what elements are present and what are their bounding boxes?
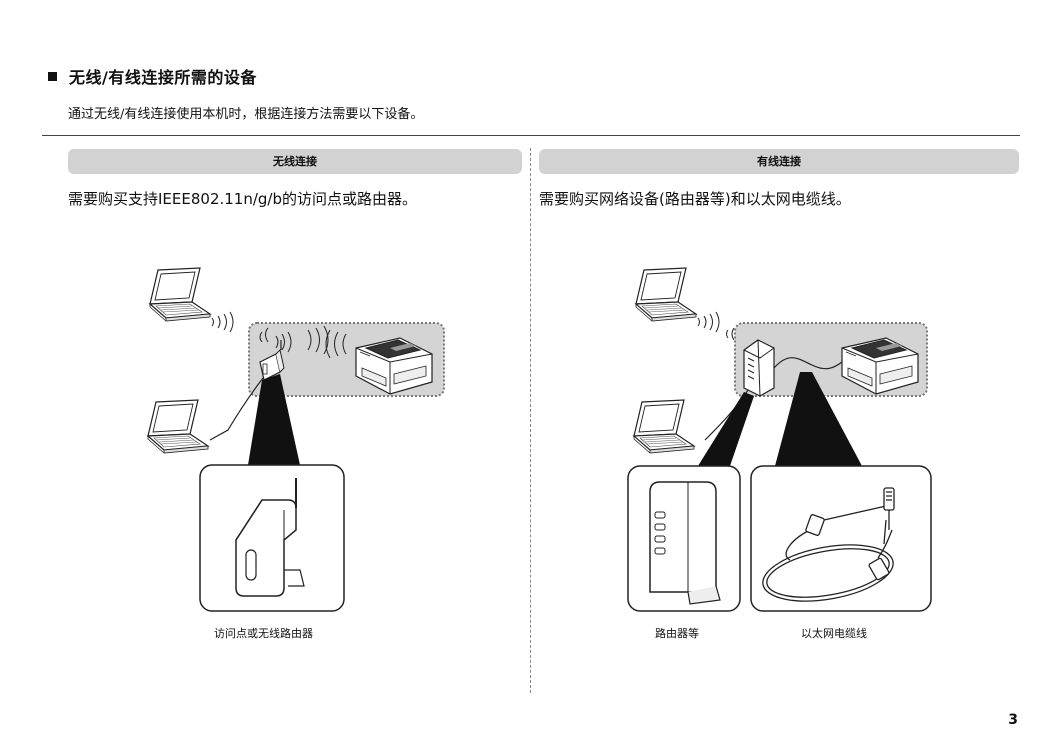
- divider-line: [42, 135, 1020, 136]
- wired-requirement: 需要购买网络设备(路由器等)和以太网电缆线。: [539, 190, 851, 208]
- section-title: 无线/有线连接所需的设备: [48, 64, 257, 88]
- wifi-wave-icon: [211, 311, 347, 359]
- wired-header: 有线连接: [539, 149, 1019, 174]
- zoom-pointer: [248, 374, 300, 465]
- cable: [773, 357, 843, 370]
- router-icon: [743, 339, 775, 397]
- zoom-pointer: [775, 372, 862, 466]
- page-number: 3: [1008, 712, 1018, 728]
- intro-text: 通过无线/有线连接使用本机时，根据连接方法需要以下设备。: [68, 107, 424, 122]
- caption-router: 路由器等: [655, 627, 699, 640]
- laptop-icon: [147, 399, 209, 454]
- router-icon: [649, 481, 721, 605]
- laptop-icon: [149, 267, 211, 322]
- caption-cable: 以太网电缆线: [801, 627, 867, 640]
- wireless-requirement: 需要购买支持IEEE802.11n/g/b的访问点或路由器。: [68, 190, 418, 208]
- access-point-icon: [259, 340, 285, 381]
- ethernet-cable-icon: [762, 487, 895, 602]
- wireless-header: 无线连接: [68, 149, 522, 174]
- column-divider: [530, 148, 531, 693]
- caption-access-point: 访问点或无线路由器: [214, 627, 313, 640]
- cable-detail-box: [750, 465, 932, 612]
- wifi-wave-icon: [697, 311, 735, 341]
- laptop-icon: [633, 399, 695, 454]
- section-title-text: 无线/有线连接所需的设备: [69, 68, 257, 87]
- access-point-icon: [235, 478, 305, 597]
- zoom-pointer: [698, 392, 754, 466]
- laptop-icon: [635, 267, 697, 322]
- cable: [209, 377, 264, 441]
- bullet-square-icon: [48, 72, 57, 81]
